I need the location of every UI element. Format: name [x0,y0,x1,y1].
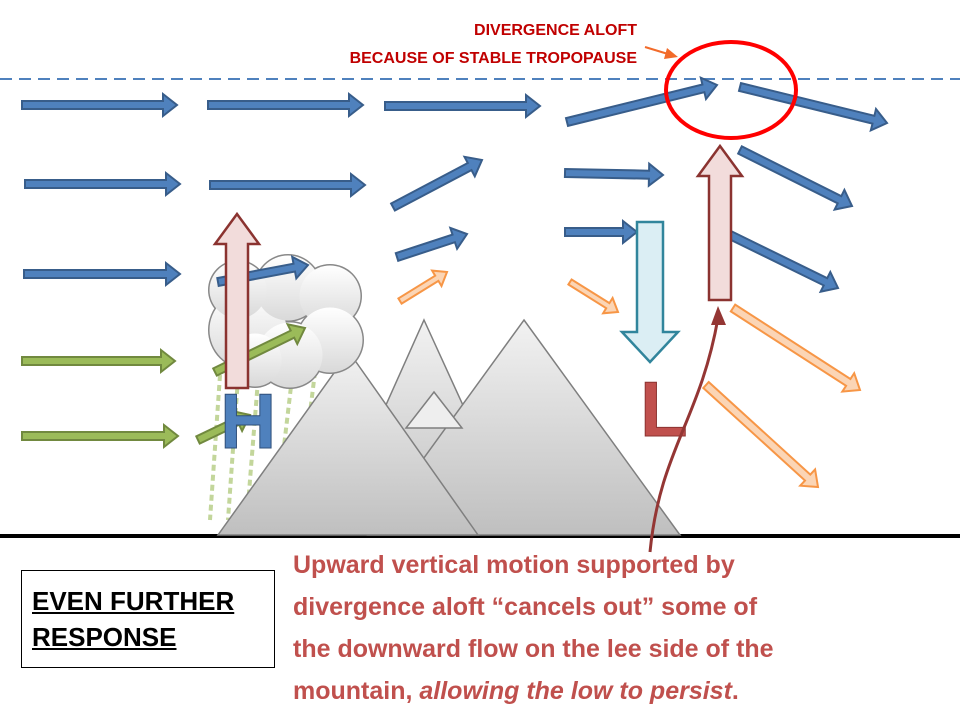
title-line1: EVEN FURTHER [32,586,235,616]
flow-arrow-row3-3 [394,226,469,263]
caption: Upward vertical motion supported by dive… [293,544,958,712]
title-line2: RESPONSE [32,622,177,652]
divergence-label-line2: BECAUSE OF STABLE TROPOPAUSE [349,50,637,67]
flow-arrow-low-1 [397,269,449,305]
mountain-small-peak [404,390,464,429]
flow-arrows [21,75,889,489]
divergence-pointer [644,46,669,55]
flow-arrow-row3-1 [23,260,182,288]
flow-arrow-row1-3 [384,92,542,120]
divergence-pointer-head [664,48,678,59]
divergence-label-line1: DIVERGENCE ALOFT [474,22,637,39]
title-box: EVEN FURTHER RESPONSE [21,570,275,668]
flow-arrow-green-4 [194,409,252,445]
caption-line2: divergence aloft “cancels out” some of [293,593,758,621]
divergence-circle [664,40,798,140]
flow-arrow-row2-4 [563,161,665,188]
flow-arrow-row1-1 [21,91,179,119]
caption-line1: Upward vertical motion supported by [293,551,735,579]
flow-arrow-row3-4 [564,218,639,246]
flow-arrow-row1-4 [564,75,719,128]
flow-arrow-row3-5 [726,230,840,294]
flow-arrow-row2-2 [209,171,367,199]
caption-connector-head [711,306,726,325]
mountain-range [216,318,682,536]
caption-line4-plain: mountain, [293,677,420,705]
flow-arrow-row2-5 [736,145,854,211]
flow-arrow-row2-3 [389,155,484,212]
flow-arrow-low-2 [567,278,620,315]
high-pressure-label: H [220,377,276,465]
flow-arrow-row1-5 [737,81,889,133]
flow-arrow-green-1 [21,347,177,375]
flow-arrow-low-4 [701,380,820,489]
rising-arrow-right [695,143,745,302]
rising-arrow-left [212,211,262,390]
flow-arrow-low-3 [729,303,862,393]
flow-arrow-green-3 [21,422,180,450]
caption-line4-end: . [731,677,739,705]
caption-line4: mountain, allowing the low to persist. [293,670,958,712]
caption-line3: the downward flow on the lee side of the [293,635,774,663]
mountain-front-peak [216,350,480,536]
caption-connector [648,317,720,553]
caption-line4-italic: allowing the low to persist [419,677,732,705]
sinking-arrow [619,220,681,364]
flow-arrow-row2-1 [24,170,182,198]
flow-arrow-row1-2 [207,91,365,119]
